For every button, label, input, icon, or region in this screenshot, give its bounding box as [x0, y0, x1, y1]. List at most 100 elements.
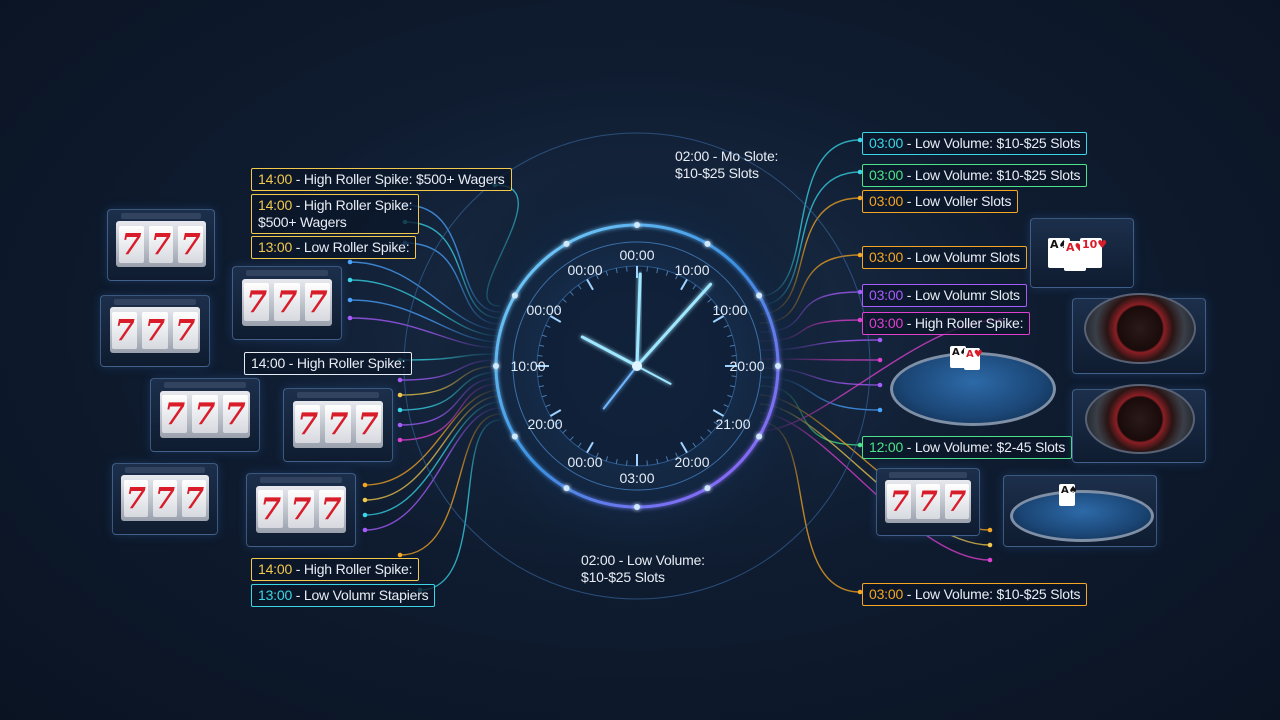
- clock-dial: [403, 132, 871, 600]
- clock-tick: [539, 385, 545, 388]
- right_labels-label: 03:00 - Low Volume: $10-$25 Slots: [862, 164, 1088, 187]
- roulette-wheel: [1085, 384, 1195, 454]
- slot-marquee: [245, 269, 329, 277]
- clock-tick: [626, 266, 628, 272]
- clock-tick: [680, 441, 688, 454]
- bottom-center-label: 02:00 - Low Volume:$10-$25 Slots: [581, 552, 705, 586]
- time-stamp: 13:00: [258, 239, 293, 255]
- clock-ticks: [493, 222, 781, 510]
- clock-time-label: 20:00: [527, 416, 562, 432]
- label-text: - Low Volume: $10-$25 Slots: [903, 586, 1081, 602]
- slot-seven-symbol: 7: [142, 311, 168, 349]
- flow-node-left: [347, 259, 353, 265]
- flow-node-left: [347, 297, 353, 303]
- clock-ring-marker: [775, 363, 781, 369]
- clock-tick: [541, 394, 547, 398]
- flow-node-right: [877, 382, 883, 388]
- clock-tick: [562, 429, 567, 434]
- clock-tick: [646, 460, 648, 466]
- clock-tick: [537, 375, 543, 377]
- label-text: - Low Volume: $10-$25 Slots: [903, 167, 1081, 183]
- clock-tick: [605, 456, 609, 462]
- left_labels-label: 13:00 - Low Roller Spike:: [251, 236, 417, 259]
- right_labels-label: 03:00 - Low Volume: $10-$25 Slots: [862, 132, 1088, 155]
- flow-node-left: [397, 392, 403, 398]
- left_labels-label: 14:00 - High Roller Spike:: [251, 558, 420, 581]
- clock-ring-marker: [756, 292, 763, 299]
- clock-hub: [632, 361, 642, 371]
- flow-node-left: [397, 422, 403, 428]
- clock-tick: [729, 344, 735, 347]
- left_labels-label: 14:00 - High Roller Spike:$500+ Wagers: [251, 194, 420, 234]
- right_labels-label: 12:00 - Low Volume: $2-45 Slots: [862, 436, 1073, 459]
- slot-seven-symbol: 7: [944, 483, 969, 519]
- clock-tick: [569, 436, 574, 441]
- clock-ring-marker: [563, 240, 570, 247]
- playing-card: A♠: [950, 346, 969, 368]
- flow-node-left: [362, 527, 368, 533]
- label-text: - High Roller Spike:: [292, 561, 413, 577]
- slot-seven-symbol: 7: [112, 311, 138, 349]
- right_labels-label: 03:00 - Low Volumr Slots: [862, 246, 1027, 269]
- flow-node-right: [857, 317, 863, 323]
- slot-seven-symbol: 7: [148, 225, 174, 263]
- clock-time-label: 00:00: [567, 454, 602, 470]
- clock-tick: [545, 404, 551, 408]
- clock-tick: [569, 291, 574, 296]
- slot-seven-symbol: 7: [304, 283, 330, 322]
- slot-seven-symbol: 7: [172, 311, 198, 349]
- clock-ring-marker: [493, 363, 499, 369]
- label-text-line2: $10-$25 Slots: [581, 569, 665, 585]
- clock-tick: [707, 298, 712, 303]
- slot-seven-symbol: 7: [162, 395, 188, 434]
- clock-tick: [675, 452, 679, 458]
- slot-seven-symbol: 7: [274, 283, 300, 322]
- clock-tick: [626, 460, 628, 466]
- flow-node-left: [397, 407, 403, 413]
- clock-tick: [712, 315, 725, 323]
- clock-time-label: 21:00: [715, 416, 750, 432]
- slot-seven-symbol: 7: [288, 490, 314, 529]
- clock-time-label: 20:00: [729, 358, 764, 374]
- slot-marquee: [163, 381, 247, 389]
- time-stamp: 03:00: [869, 249, 904, 265]
- flow-node-right: [857, 137, 863, 143]
- clock-tick: [727, 394, 733, 398]
- flow-node-left: [397, 437, 403, 443]
- clock-tick: [549, 409, 562, 417]
- slot-marquee: [889, 471, 967, 478]
- clock-tick: [586, 278, 594, 291]
- clock-tick: [595, 452, 599, 458]
- clock-ring-marker: [563, 485, 570, 492]
- clock-tick: [577, 284, 582, 290]
- time-stamp: 14:00: [258, 171, 293, 187]
- clock-tick: [713, 421, 719, 426]
- clock-tick: [646, 266, 648, 272]
- right_labels-label: 03:00 - Low Volume: $10-$25 Slots: [862, 583, 1088, 606]
- clock-tick: [723, 324, 729, 328]
- clock-tick: [692, 442, 697, 448]
- slot-marquee: [296, 391, 380, 399]
- label-text: - Low Volume: $2-45 Slots: [903, 439, 1066, 455]
- flow-node-right: [987, 527, 993, 533]
- clock-tick: [555, 421, 561, 426]
- right_labels-label: 03:00 - Low Voller Slots: [862, 190, 1019, 213]
- clock-time-label: 10:00: [510, 358, 545, 374]
- slot-marquee: [125, 466, 205, 474]
- slot-marquee: [120, 212, 202, 220]
- slot-seven-symbol: 7: [178, 225, 204, 263]
- flow-node-left: [362, 497, 368, 503]
- clock-tick: [700, 436, 705, 441]
- label-text: - Low Volume:: [615, 552, 705, 568]
- time-stamp: 03:00: [869, 193, 904, 209]
- label-text: - Low Voller Slots: [903, 193, 1012, 209]
- clock-tick: [680, 278, 688, 291]
